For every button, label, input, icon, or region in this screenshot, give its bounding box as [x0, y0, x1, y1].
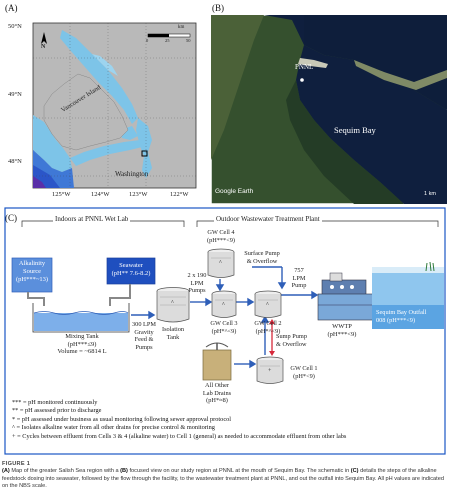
gw-cell-3-label: GW Cell 3 (pH*^<9) — [210, 320, 238, 335]
panel-b: (B) PNNL Sequim Bay Google Earth 1 km — [204, 0, 452, 205]
scale-label: km — [178, 25, 185, 30]
sequim-bay-outfall-label: Sequim Bay Outfall 008 (pH***<9) — [376, 309, 427, 324]
gravity-feed-label: 300 LPM Gravity Feed & Pumps — [132, 321, 156, 351]
legend-item: ^ = Isolates alkaline water from all oth… — [12, 424, 215, 432]
lpm-2x190-label: 2 x 190 LPM Pumps — [187, 272, 207, 294]
legend-item: *** = pH monitored continuously — [12, 399, 98, 406]
legend-item: * = pH assessed under business as usual … — [12, 415, 232, 423]
panel-a-label: (A) — [5, 3, 18, 13]
wwtp-label: WWTP (pH***<9) — [327, 323, 357, 338]
gw-cell-4-label: GW Cell 4 (pH***<9) — [206, 229, 236, 244]
scale-tick-25: 25 — [165, 38, 170, 43]
surface-pump-label: Surface Pump & Overflow — [244, 250, 280, 265]
seawater-label: Seawater (pH** 7.6-8.2) — [111, 262, 151, 277]
lon-label-122: 122°W — [170, 191, 189, 198]
region-label-washington: Washington — [115, 170, 149, 178]
sequim-bay-satellite — [210, 14, 448, 205]
panel-c: (C) — [0, 205, 452, 457]
lpm-757-label: 757 LPM Pump — [291, 267, 307, 289]
tank-mark-isolation: ^ — [171, 300, 174, 306]
tank-mark-gw2: ^ — [266, 302, 269, 308]
lat-label-50: 50°N — [8, 23, 22, 30]
tank-mark-gw4: ^ — [219, 260, 222, 266]
legend-item: ** = pH assessed prior to discharge — [12, 407, 102, 415]
panel-a: (A) km 0 25 50 N 50°N 49°N 4 — [0, 0, 204, 205]
mixing-tank-label: Mixing Tank (pH***≤9) Volume = ~6814 L — [57, 333, 107, 356]
panel-b-label: (B) — [212, 3, 224, 13]
pnnl-site-label: PNNL — [295, 63, 314, 71]
tank-cylinders — [156, 248, 284, 384]
legend-item: + = Cycles between effluent from Cells 3… — [12, 432, 347, 440]
lon-label-125: 125°W — [52, 191, 71, 198]
salish-sea-map — [32, 22, 197, 189]
lon-label-124: 124°W — [91, 191, 110, 198]
scale-tick-50: 50 — [186, 38, 191, 43]
alkalinity-source-label: Alkalinity Source (pH***~13) — [15, 260, 49, 283]
legend: *** = pH monitored continuously ** = pH … — [12, 399, 444, 441]
outdoor-title: Outdoor Wastewater Treatment Plant — [214, 215, 322, 223]
sump-pump-label: Sump Pump & Overflow — [276, 333, 307, 348]
satellite-scale: 1 km — [424, 191, 436, 197]
indoor-title: Indoors at PNNL Wet Lab — [53, 215, 131, 223]
north-arrow-label: N — [41, 44, 46, 50]
tank-mark-gw3: ^ — [222, 302, 225, 308]
caption-text: (A) Map of the greater Salish Sea region… — [2, 468, 444, 490]
lat-label-48: 48°N — [8, 158, 22, 165]
tank-mark-gw1: + — [268, 368, 272, 374]
all-other-lab-drains-label: All Other Lab Drains (pH*≈8) — [202, 382, 232, 404]
isolation-tank-label: Isolation Tank — [161, 326, 185, 341]
figure-number: FIGURE 1 — [2, 461, 31, 467]
google-earth-credit: Google Earth — [215, 188, 254, 195]
scale-tick-0: 0 — [146, 38, 149, 43]
lat-label-49: 49°N — [8, 91, 22, 98]
panel-c-label: (C) — [5, 213, 17, 223]
lon-label-123: 123°W — [129, 191, 148, 198]
figure-caption: FIGURE 1 (A) Map of the greater Salish S… — [2, 461, 448, 491]
schematic-frame — [4, 207, 446, 455]
sequim-bay-label: Sequim Bay — [334, 125, 376, 135]
gw-cell-1-label: GW Cell 1 (pH*<9) — [290, 365, 318, 380]
gw-cell-2-label: GW Cell 2 (pH*^<9) — [254, 320, 282, 335]
